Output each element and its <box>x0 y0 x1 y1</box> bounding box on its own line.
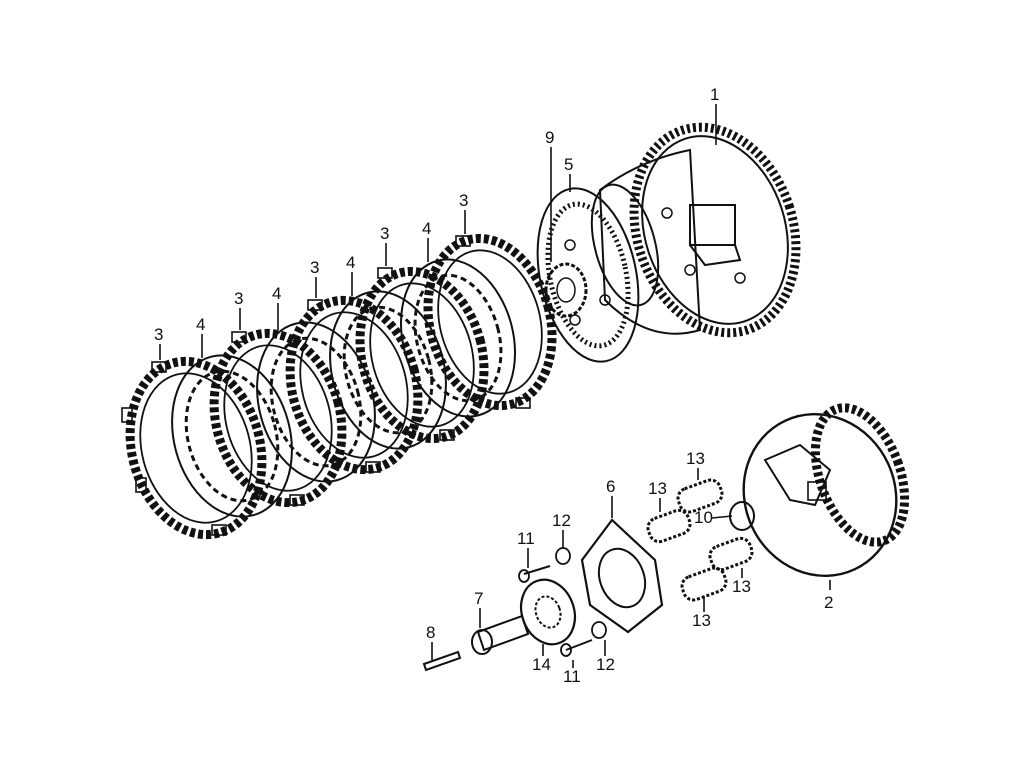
bolts-and-washers <box>518 547 607 657</box>
label-part-12: 12 <box>552 511 571 530</box>
label-part-13: 13 <box>686 449 705 468</box>
label-part-2: 2 <box>824 593 833 612</box>
label-part-1: 1 <box>710 85 719 104</box>
label-part-4: 4 <box>422 219 431 238</box>
label-part-12: 12 <box>596 655 615 674</box>
label-part-3: 3 <box>234 289 243 308</box>
label-part-13: 13 <box>692 611 711 630</box>
clutch-outer-housing <box>590 122 801 338</box>
label-part-6: 6 <box>606 477 615 496</box>
circlip-10 <box>729 501 755 531</box>
label-part-4: 4 <box>346 253 355 272</box>
label-part-3: 3 <box>310 258 319 277</box>
label-part-3: 3 <box>380 224 389 243</box>
pin-8 <box>422 650 462 672</box>
clutch-springs <box>646 478 754 602</box>
label-part-5: 5 <box>564 155 573 174</box>
label-part-4: 4 <box>272 284 281 303</box>
label-part-8: 8 <box>426 623 435 642</box>
label-part-3: 3 <box>154 325 163 344</box>
label-part-10: 10 <box>694 508 713 527</box>
release-rod-7 <box>471 614 530 655</box>
label-part-13: 13 <box>732 577 751 596</box>
label-part-9: 9 <box>545 128 554 147</box>
leader-lines <box>159 104 831 668</box>
clutch-inner-hub <box>742 403 910 577</box>
bearing-14 <box>519 578 577 646</box>
label-part-11: 11 <box>563 667 581 686</box>
label-part-3: 3 <box>459 191 468 210</box>
pressure-plate-6 <box>580 518 664 634</box>
label-part-4: 4 <box>196 315 205 334</box>
clutch-plates-stack <box>121 233 557 540</box>
label-part-11: 11 <box>517 529 535 548</box>
label-part-14: 14 <box>532 655 551 674</box>
label-part-7: 7 <box>474 589 483 608</box>
part-labels: 1 2 3 3 3 3 3 4 4 4 4 5 9 6 7 8 10 11 11… <box>154 85 833 686</box>
label-part-13: 13 <box>648 479 667 498</box>
